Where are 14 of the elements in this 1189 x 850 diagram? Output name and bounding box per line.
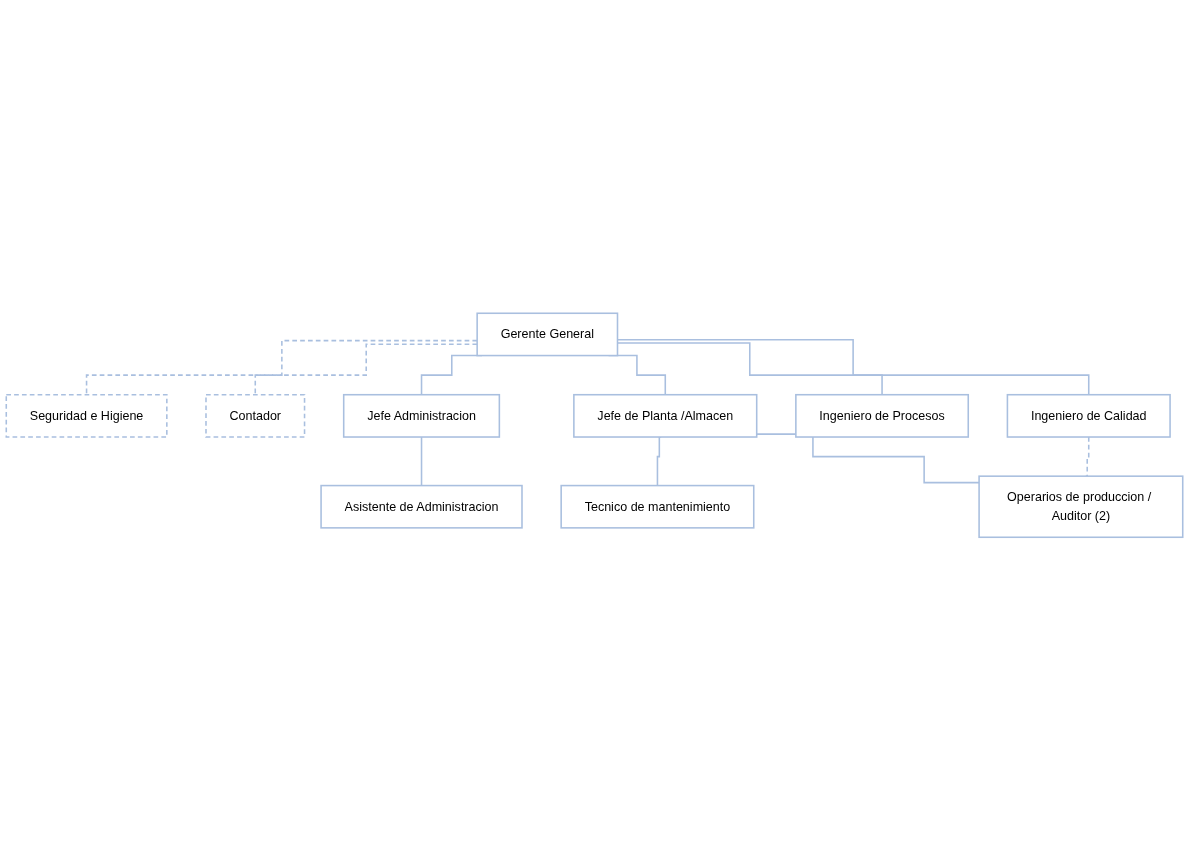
node-box: Operarios de produccion / Auditor (2) (978, 475, 1184, 538)
connector (85, 339, 478, 396)
node-box: Tecnico de mantenimiento (560, 484, 755, 529)
node-box: Ingeniero de Calidad (1006, 393, 1171, 438)
node-box: Ingeniero de Procesos (795, 393, 970, 438)
node-box: Gerente General (476, 312, 619, 357)
node-box: Contador (205, 393, 306, 438)
node-box: Seguridad e Higiene (5, 393, 168, 438)
node-box: Jefe Administracion (342, 393, 501, 438)
connector (254, 343, 478, 396)
connector (420, 435, 423, 487)
connector (656, 435, 662, 487)
node-box: Jefe de Planta /Almacen (573, 393, 758, 438)
node-box: Asistente de Administracion (320, 484, 523, 529)
